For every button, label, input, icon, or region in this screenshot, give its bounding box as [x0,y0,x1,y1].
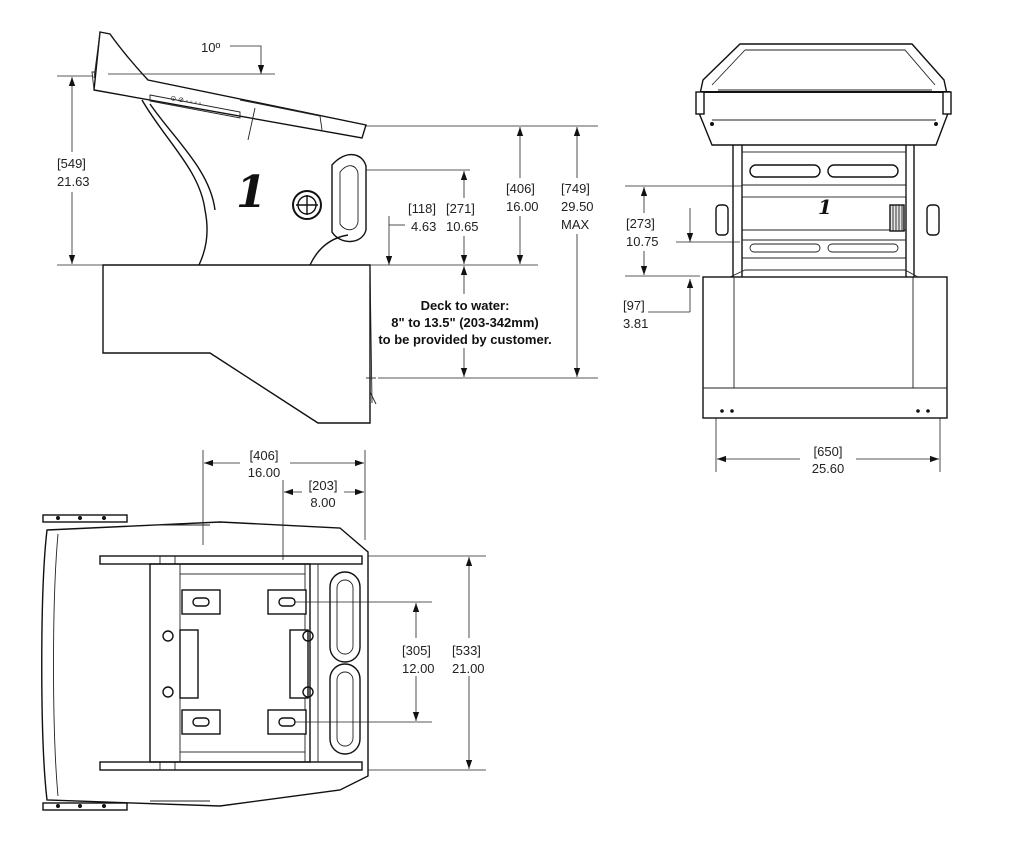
angle-label: 10º [201,40,220,55]
top-view: [406] 16.00 [203] 8.00 [305] 12.00 [533]… [41,448,492,811]
top-dim-533-in: 21.00 [452,661,485,676]
top-dim-305-in: 12.00 [402,661,435,676]
dim-650-mm: [650] [814,444,843,459]
dim-273-in: 10.75 [626,234,659,249]
knob-icon [292,190,322,220]
dim-749-mm: [749] [561,181,590,196]
dim-406-in: 16.00 [506,199,539,214]
top-dim-305-mm: [305] [402,643,431,658]
dim-406-mm: [406] [506,181,535,196]
deck-note-line-3: to be provided by customer. [378,332,551,347]
hull-outline [102,264,371,424]
top-dim-406-in: 16.00 [248,465,281,480]
top-dim-406-mm: [406] [250,448,279,463]
front-plate-number: 1 [818,195,832,219]
transom-block [702,276,948,419]
deck-note-line-2: 8" to 13.5" (203-342mm) [391,315,538,330]
dim-549-in: 21.63 [57,174,90,189]
dim-549-mm: [549] [57,156,86,171]
dim-118-mm: [118] [408,201,436,216]
dim-271-mm: [271] [446,201,475,216]
side-view: ⊙ ⊘ ◦ ◦ ◦ ◦ 1 10º [549] 21.63 [118] 4.63 [53,31,600,424]
top-dim-533-mm: [533] [452,643,481,658]
trim-plate [93,31,367,139]
bracket-arm [141,99,208,266]
dim-271-in: 10.65 [446,219,479,234]
top-cover [696,43,951,146]
deck-note-line-1: Deck to water: [421,298,510,313]
dim-749-in: 29.50 [561,199,594,214]
dim-749-note: MAX [561,217,590,232]
dim-650-in: 25.60 [812,461,845,476]
front-view: 1 [273] 10.75 [97] 3.81 [623,43,952,476]
top-dim-203-mm: [203] [309,478,338,493]
dim-118-in: 4.63 [411,219,436,234]
plate-number: 1 [236,167,267,218]
dim-273-mm: [273] [626,216,655,231]
dim-97-in: 3.81 [623,316,648,331]
dim-97-mm: [97] [623,298,645,313]
top-dim-203-in: 8.00 [310,495,335,510]
